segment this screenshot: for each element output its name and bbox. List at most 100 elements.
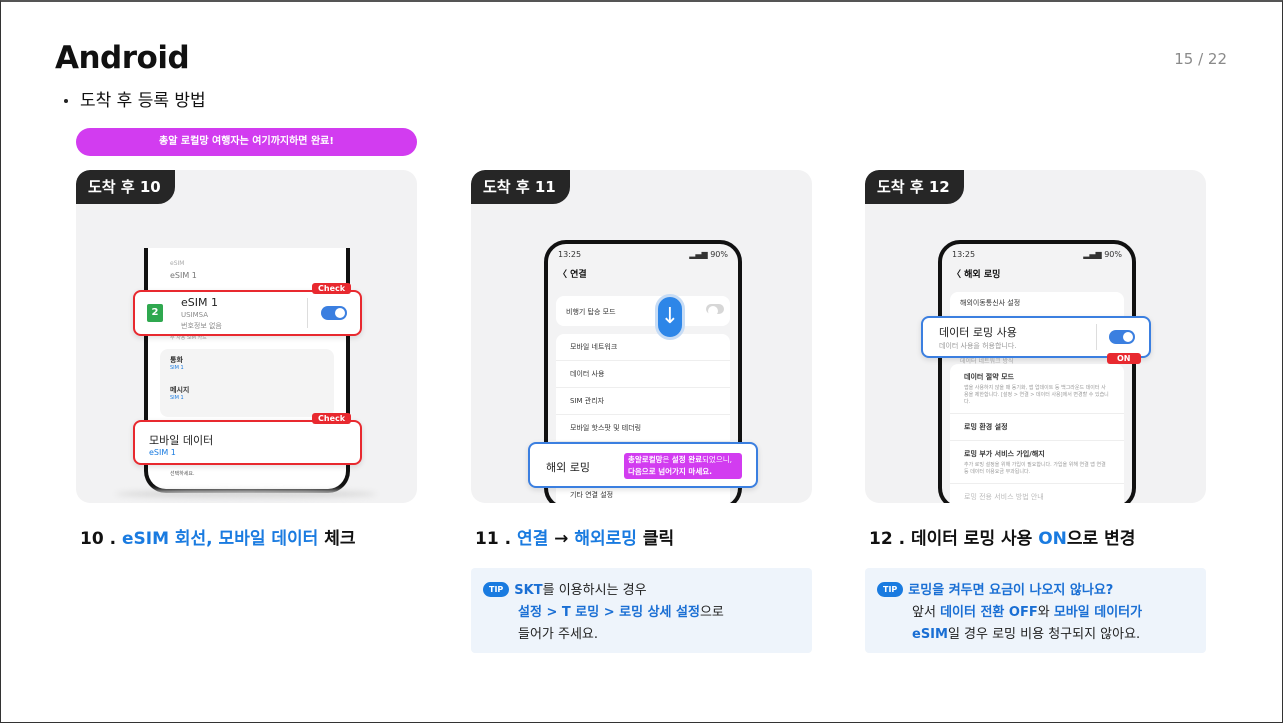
caption-text: 클릭 <box>642 529 675 549</box>
list-item[interactable]: 로밍 환경 설정 <box>950 414 1124 441</box>
item-sub: 추가 로밍 설정을 위해 가입이 필요합니다. 가입을 위해 연결 앱 연결 등… <box>964 462 1106 475</box>
caption-number: 10 . <box>80 529 117 549</box>
list-item[interactable]: 데이터 사용 <box>556 361 730 388</box>
tip-bold: 모바일 데이터가 <box>1053 605 1143 620</box>
data-roaming-toggle[interactable] <box>1109 330 1135 344</box>
bg-footer: 선택하세요. <box>170 471 195 477</box>
screen-header[interactable]: 〈 해외 로밍 <box>952 270 1001 280</box>
caption-number: 11 . <box>475 529 512 549</box>
caption-highlight: 연결 <box>516 529 549 549</box>
airplane-row[interactable]: 비행기 탑승 모드 <box>556 296 730 326</box>
completion-banner: 총알 로컬망 여행자는 여기까지하면 완료! <box>76 128 417 156</box>
tip-line: eSIM일 경우 로밍 비용 청구되지 않아요. <box>877 624 1194 646</box>
caption-highlight: eSIM 회선, 모바일 데이터 <box>121 529 319 549</box>
list-item[interactable]: 로밍 전용 서비스 방법 안내 <box>964 493 1044 501</box>
data-roaming-sub: 데이터 사용을 허용합니다. <box>939 342 1017 350</box>
tip-text: 일 경우 로밍 비용 청구되지 않아요. <box>947 627 1141 642</box>
mobile-data-callout[interactable]: 모바일 데이터 eSIM 1 <box>133 420 362 465</box>
esim-sub1: USIMSA <box>181 311 209 319</box>
list-item[interactable]: 모바일 네트워크 <box>556 334 730 361</box>
page-number: 15 / 22 <box>1174 50 1227 68</box>
on-chip: ON <box>1107 353 1141 364</box>
item-title: 데이터 절약 모드 <box>964 373 1014 381</box>
tip-text: 를 이용하시는 경우 <box>542 583 647 598</box>
caption-text: 으로 변경 <box>1066 529 1136 549</box>
screen-header[interactable]: 〈 연결 <box>558 270 587 280</box>
bg-call-sim: SIM 1 <box>170 365 184 371</box>
tip-bold: eSIM <box>912 627 948 642</box>
data-roaming-callout[interactable]: 데이터 로밍 사용 데이터 사용을 허용합니다. <box>921 316 1151 358</box>
step-tag: 도착 후 10 <box>76 170 175 204</box>
roaming-note: 총알로컬망은 설정 완료되었으니,다음으로 넘어가지 마세요. <box>624 453 742 479</box>
status-signal: ▂▄▆ 90% <box>689 250 728 259</box>
caption-10: 10 . eSIM 회선, 모바일 데이터 체크 <box>80 524 356 549</box>
caption-highlight: 해외로밍 <box>574 529 637 549</box>
tip-bold: 데이터 전환 OFF <box>940 605 1038 620</box>
caption-12: 12 . 데이터 로밍 사용 ON으로 변경 <box>869 524 1135 549</box>
step-tag: 도착 후 11 <box>471 170 570 204</box>
sim-number-icon: 2 <box>147 304 163 322</box>
tip-text: 와 <box>1037 605 1054 620</box>
mobile-data-sub: eSIM 1 <box>149 448 176 457</box>
list-item[interactable]: 모바일 핫스팟 및 테더링 <box>556 415 730 442</box>
battery-text: 90% <box>710 250 728 259</box>
status-signal: ▂▄▆ 90% <box>1083 250 1122 259</box>
status-bar: 13:25 ▂▄▆ 90% <box>942 244 1132 259</box>
esim-toggle[interactable] <box>321 306 347 320</box>
note-brand: 총알로컬망 <box>628 455 663 464</box>
check-chip: Check <box>312 413 352 424</box>
battery-text: 90% <box>1104 250 1122 259</box>
step-card-10: 도착 후 10 eSIM eSIM 1 주 사용 SIM 카드 통화 SIM 1… <box>76 170 417 503</box>
signal-icon: ▂▄▆ <box>689 250 711 259</box>
esim-title: eSIM 1 <box>181 296 218 309</box>
subtitle-text: 도착 후 등록 방법 <box>80 91 206 111</box>
caption-11: 11 . 연결 → 해외로밍 클릭 <box>475 524 674 549</box>
esim-sub2: 번호정보 없음 <box>181 322 222 330</box>
tip-line: 앞서 데이터 전환 OFF와 모바일 데이터가 <box>877 602 1194 624</box>
bg-esim-label: eSIM 1 <box>170 271 197 280</box>
caption-highlight: ON <box>1038 529 1067 549</box>
caption-number: 12 . <box>869 529 906 549</box>
bg-call: 통화 <box>170 356 183 364</box>
tip-text: 앞서 <box>912 605 941 620</box>
network-label: 데이터 네트워크 방식 <box>960 358 1014 365</box>
step-tag: 도착 후 12 <box>865 170 964 204</box>
signal-icon: ▂▄▆ <box>1083 250 1105 259</box>
esim-callout[interactable]: 2 eSIM 1 USIMSA 번호정보 없음 <box>133 290 362 336</box>
check-chip: Check <box>312 283 352 294</box>
bg-esim-row: eSIM <box>170 260 185 267</box>
tip-line: 들어가 주세요. <box>518 627 599 642</box>
divider <box>1096 324 1097 350</box>
phone-shadow <box>116 490 376 498</box>
note-text: 되었으니, <box>702 455 732 464</box>
tip-line: 설정 > T 로밍 > 로밍 상세 설정으로 <box>483 602 800 624</box>
tip-text: 으로 <box>699 605 724 620</box>
status-time: 13:25 <box>952 250 976 259</box>
bg-msg-sim: SIM 1 <box>170 395 184 401</box>
note-warning: 다음으로 넘어가지 마세요. <box>628 467 712 476</box>
caption-text: 체크 <box>324 529 356 549</box>
divider <box>307 298 308 328</box>
mobile-data-title: 모바일 데이터 <box>149 434 214 447</box>
status-bar: 13:25▂▄▆ 90% <box>548 244 738 259</box>
airplane-label: 비행기 탑승 모드 <box>566 308 616 316</box>
tip-badge: TIP <box>483 582 510 597</box>
list-item[interactable]: 기타 연결 설정 <box>570 491 614 499</box>
roaming-callout[interactable]: 해외 로밍 총알로컬망은 설정 완료되었으니,다음으로 넘어가지 마세요. <box>528 442 758 488</box>
tip-bold: 설정 > T 로밍 > 로밍 상세 설정 <box>518 605 700 620</box>
airplane-toggle[interactable] <box>706 304 724 316</box>
tip-badge: TIP <box>877 582 904 597</box>
bg-primary-sim: 주 사용 SIM 카드 <box>170 335 207 341</box>
note-done: 설정 완료 <box>671 455 703 464</box>
scroll-down-arrow-icon: ↓ <box>655 294 685 340</box>
list-item[interactable]: SIM 관리자 <box>556 388 730 415</box>
caption-text: 데이터 로밍 사용 <box>910 529 1033 549</box>
step-card-11: 도착 후 11 13:25▂▄▆ 90% 〈 연결 비행기 탑승 모드 모바일 … <box>471 170 812 503</box>
page-title: Android <box>55 40 190 76</box>
carrier-label: 해외이동통신사 설정 <box>960 299 1021 307</box>
